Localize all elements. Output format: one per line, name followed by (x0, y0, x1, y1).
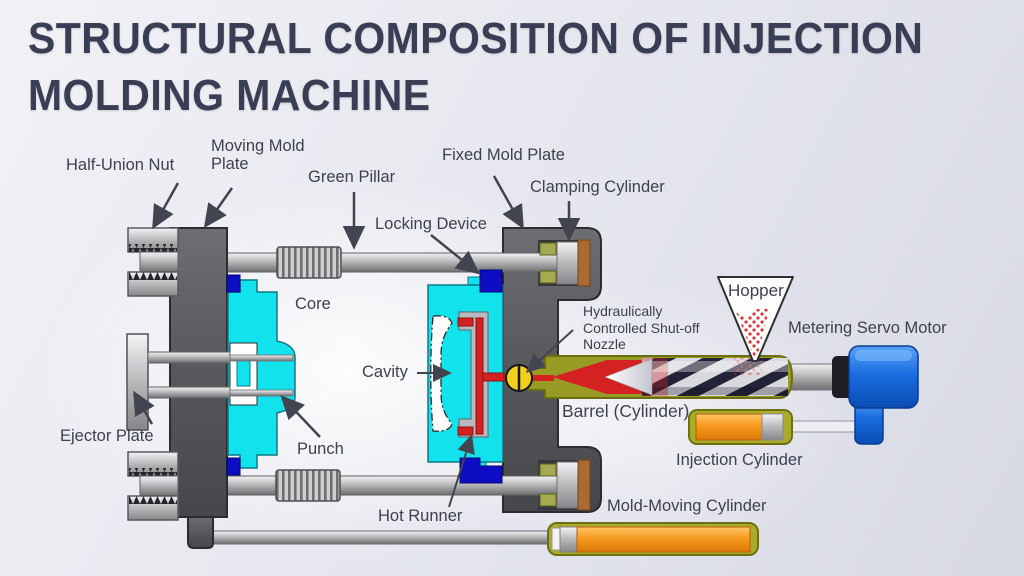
page-title: STRUCTURAL COMPOSITION OF INJECTION MOLD… (28, 10, 923, 124)
half-union-nut-top (127, 227, 179, 297)
clamping-cylinder-top (539, 239, 591, 287)
label-ejector-plate: Ejector Plate (60, 427, 154, 445)
barrel (527, 355, 794, 399)
arrow-locking-device (430, 234, 480, 275)
title-line-2: MOLDING MACHINE (28, 71, 431, 120)
locking-device-block (226, 457, 241, 476)
arrow-half-union-nut (152, 182, 180, 230)
pellets (736, 308, 769, 357)
locking-device-block (226, 274, 241, 293)
label-shut-off-nozzle: Hydraulically Controlled Shut-off Nozzle (583, 303, 700, 352)
label-punch: Punch (297, 440, 344, 458)
label-clamping-cylinder: Clamping Cylinder (530, 178, 665, 196)
label-metering-servo-motor: Metering Servo Motor (788, 319, 947, 337)
arrow-shut-off-nozzle (525, 329, 574, 374)
locking-device-block (479, 269, 503, 293)
cavity-shape (430, 315, 453, 432)
hopper (717, 276, 794, 362)
half-union-nut-bottom (127, 451, 179, 521)
hot-runner (457, 317, 505, 436)
melt (552, 360, 642, 394)
core-mold (226, 274, 296, 476)
moving-mold-plate (169, 227, 228, 549)
label-hot-runner: Hot Runner (378, 507, 463, 525)
label-mold-moving-cylinder: Mold-Moving Cylinder (607, 497, 767, 515)
label-locking-device: Locking Device (375, 215, 487, 233)
title-line-1: STRUCTURAL COMPOSITION OF INJECTION (28, 14, 924, 63)
label-cavity: Cavity (362, 363, 408, 381)
arrow-fixed-mold-plate (492, 175, 524, 230)
label-moving-mold-plate: Moving Mold Plate (211, 137, 305, 174)
arrow-moving-mold-plate (203, 187, 234, 229)
arrow-ejector-plate (133, 390, 155, 425)
ejector-plate (126, 333, 149, 431)
label-half-union-nut: Half-Union Nut (66, 156, 175, 174)
screw-tip (604, 358, 653, 396)
label-barrel: Barrel (Cylinder) (562, 401, 690, 421)
clamping-cylinder-bottom (539, 459, 591, 511)
label-fixed-mold-plate: Fixed Mold Plate (442, 146, 565, 164)
mold-moving-cylinder (212, 522, 759, 556)
arrow-punch (280, 395, 321, 438)
arrow-hot-runner (448, 434, 475, 508)
injection-cylinder (688, 409, 860, 445)
screw (642, 358, 788, 396)
label-injection-cylinder: Injection Cylinder (676, 451, 803, 469)
locking-device-block (459, 457, 503, 484)
label-green-pillar: Green Pillar (308, 168, 396, 186)
label-core: Core (295, 295, 331, 313)
label-hopper: Hopper (728, 281, 784, 300)
metering-servo-motor (785, 345, 919, 445)
